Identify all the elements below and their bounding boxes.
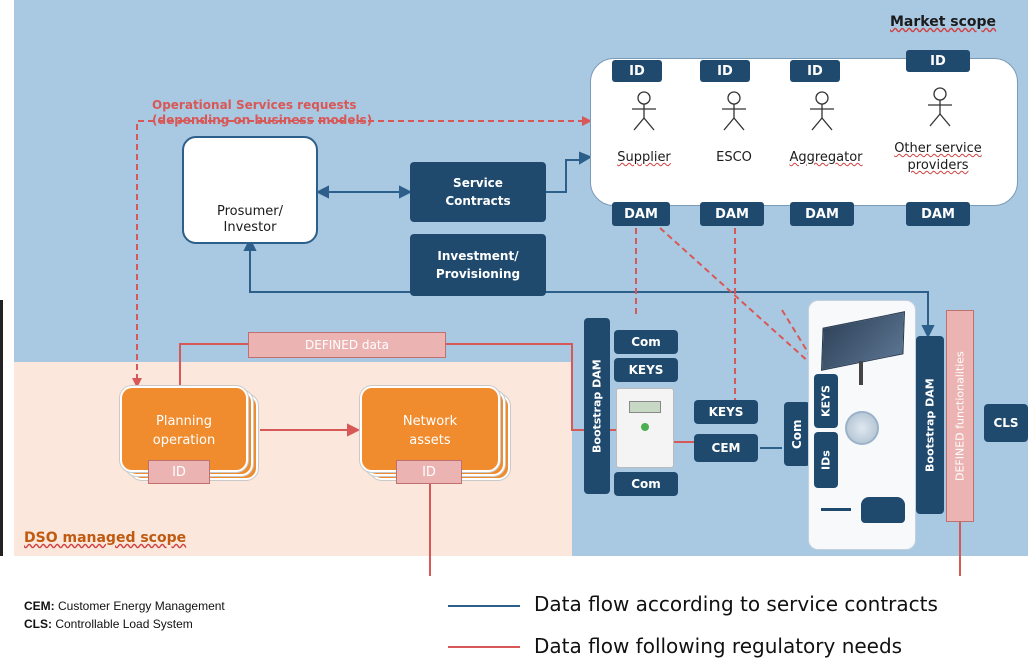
device-keys: KEYS [814,374,838,428]
defined-functionalities-bar: DEFINED functionalities [946,310,974,522]
planning-id-tag: ID [148,460,210,484]
solar-panel-icon [821,311,905,371]
market-actors-box [590,58,1018,206]
cls-box: CLS [984,404,1028,442]
plug-icon [821,505,851,511]
gateway-keys: KEYS [694,400,758,424]
esco-id-tag: ID [700,60,750,82]
device-bootstrap-dam: Bootstrap DAM [916,336,944,514]
meter-led-icon [641,423,649,431]
legend-red-text: Data flow following regulatory needs [534,634,903,658]
meter-keys: KEYS [614,358,678,382]
operational-requests-label: Operational Services requests (depending… [152,98,372,128]
smart-meter-image [616,388,674,468]
investment-provisioning-box: Investment/ Provisioning [410,234,546,296]
meter-bootstrap-dam: Bootstrap DAM [584,318,610,494]
operational-requests-line2: (depending on business models) [152,113,373,127]
aggregator-id-tag: ID [790,60,840,82]
esco-dam-tag: DAM [700,202,764,226]
other-id-tag: ID [906,50,970,72]
left-border [0,0,14,556]
esco-label: ESCO [716,150,752,165]
network-assets-label: Network assets [402,414,458,448]
prosumer-box [182,136,318,244]
aggregator-figure-icon [810,91,834,131]
gateway-cem: CEM [694,434,758,462]
defined-data-bar: DEFINED data [248,332,446,358]
abbr-cem-key: CEM: [24,599,55,613]
aggregator-dam-tag: DAM [790,202,854,226]
prosumer-label: Prosumer/ Investor [216,204,284,235]
other-providers-label: Other service providers [894,141,982,173]
operational-requests-line1: Operational Services requests [152,98,357,112]
supplier-figure-icon [632,91,656,131]
meter-com-top: Com [614,330,678,354]
other-figure-icon [928,87,952,127]
supplier-id-tag: ID [612,60,662,82]
abbr-cem-text: Customer Energy Management [54,599,225,613]
supplier-label: Supplier [617,150,671,165]
network-id-tag: ID [396,460,462,484]
abbr-cls-key: CLS: [24,617,52,631]
dso-scope-label: DSO managed scope [24,530,187,546]
car-icon [861,497,905,523]
abbr-cem: CEM: Customer Energy Management [24,597,225,615]
planning-operation-label: Planning operation [152,414,216,448]
abbreviations: CEM: Customer Energy Management CLS: Con… [24,597,225,633]
supplier-dam-tag: DAM [612,202,670,226]
gateway-com: Com [784,402,810,466]
left-border-dark [0,300,3,556]
abbr-cls-text: Controllable Load System [52,617,193,631]
meter-com-bottom: Com [614,472,678,496]
fan-icon [845,411,879,445]
meter-display-icon [629,401,661,413]
abbr-cls: CLS: Controllable Load System [24,615,225,633]
solar-mount-icon [859,361,863,385]
other-dam-tag: DAM [906,202,970,226]
legend-blue-text: Data flow according to service contracts [534,592,938,616]
market-scope-label: Market scope [890,14,997,30]
service-contracts-box: Service Contracts [410,162,546,222]
device-ids: IDs [814,432,838,488]
aggregator-label: Aggregator [789,150,863,165]
esco-figure-icon [722,91,746,131]
